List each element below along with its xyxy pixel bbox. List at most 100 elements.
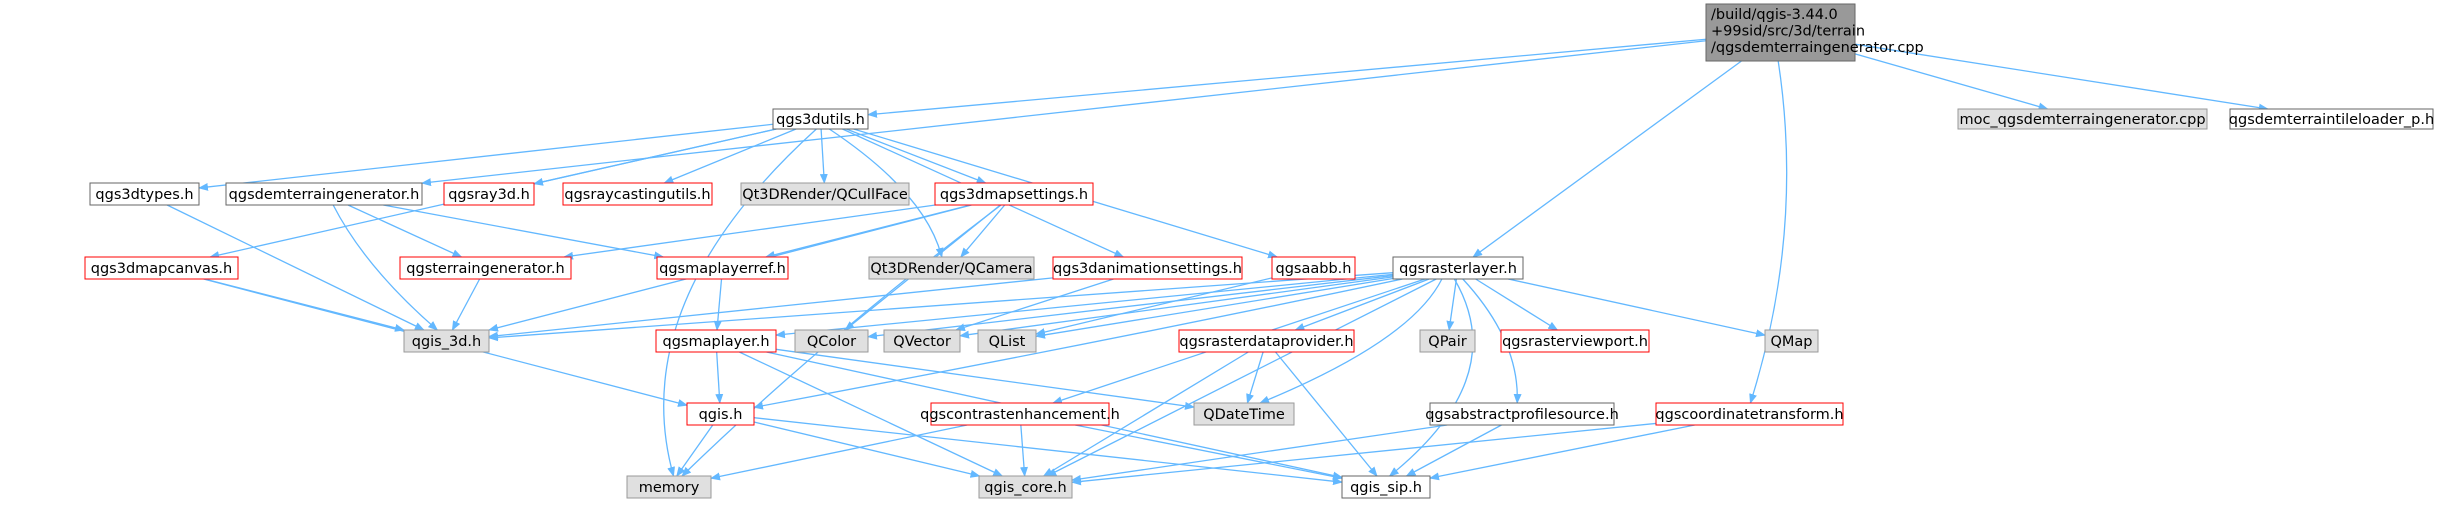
- edge-qgs3dutils-to-raycasting: [663, 128, 797, 184]
- node-label-contrast: qgscontrastenhancement.h: [920, 407, 1120, 423]
- node-root[interactable]: /build/qgis-3.44.0+99sid/src/3d/terrain/…: [1705, 3, 1924, 62]
- node-qvector: QVector: [883, 329, 961, 353]
- node-label-qcolor: QColor: [807, 334, 856, 350]
- node-label-profilesource: qgsabstractprofilesource.h: [1425, 407, 1619, 423]
- node-animsettings[interactable]: qgs3danimationsettings.h: [1052, 256, 1243, 280]
- node-label-terraingen: qgsterraingenerator.h: [406, 261, 564, 277]
- node-label-qgs3dutils: qgs3dutils.h: [776, 112, 865, 128]
- node-rasterlayer[interactable]: qgsrasterlayer.h: [1392, 256, 1524, 280]
- node-contrast[interactable]: qgscontrastenhancement.h: [920, 402, 1120, 426]
- node-ray3d[interactable]: qgsray3d.h: [443, 182, 535, 206]
- edge-root-to-demgen: [421, 40, 1707, 187]
- node-mapsettings[interactable]: qgs3dmapsettings.h: [934, 182, 1094, 206]
- edge-rasterlayer-to-qvector: [959, 276, 1394, 339]
- node-box-qdatetime: [1193, 402, 1295, 426]
- node-label-coordtransform: qgscoordinatetransform.h: [1655, 407, 1843, 423]
- edge-profilesource-to-qgiscore: [1071, 424, 1448, 483]
- node-box-qgs3dutils: [772, 108, 869, 130]
- edge-root-to-qgs3dutils: [867, 38, 1707, 118]
- node-label-qcullface: Qt3DRender/QCullFace: [742, 187, 908, 203]
- node-box-rasterprovider: [1178, 329, 1355, 353]
- edge-rasterlayer-to-qpair: [1446, 278, 1458, 331]
- node-box-qlist: [977, 329, 1037, 353]
- edge-qgs3dutils-to-qcullface: [819, 128, 828, 184]
- node-aabb[interactable]: qgsaabb.h: [1271, 256, 1356, 280]
- node-label-qcamera: Qt3DRender/QCamera: [870, 261, 1032, 277]
- node-qgissip[interactable]: qgis_sip.h: [1341, 475, 1431, 499]
- edge-animsettings-to-qgis3d: [488, 277, 1054, 340]
- edge-qgish-to-qgiscore: [753, 421, 981, 478]
- node-viewport[interactable]: qgsrasterviewport.h: [1500, 329, 1650, 353]
- node-box-qgis3d: [403, 329, 490, 353]
- node-maplayerref[interactable]: qgsmaplayerref.h: [656, 256, 789, 280]
- edge-mapsettings-to-maplayerref: [764, 204, 971, 259]
- edge-mapsettings-to-terraingen: [563, 204, 936, 260]
- node-box-qgish: [686, 402, 755, 426]
- node-qdatetime: QDateTime: [1193, 402, 1295, 426]
- node-label-animsettings: qgs3danimationsettings.h: [1053, 261, 1242, 277]
- node-label-qgish: qgis.h: [699, 407, 743, 423]
- node-box-memory: [626, 475, 712, 499]
- node-qpair: QPair: [1419, 329, 1476, 353]
- edge-rasterlayer-to-rasterprovider: [1294, 278, 1430, 331]
- node-qgs3dutils[interactable]: qgs3dutils.h: [772, 108, 869, 130]
- node-box-tileloader: [2229, 108, 2434, 130]
- edge-rasterlayer-to-qgissip: [1388, 278, 1474, 477]
- edge-rasterlayer-to-qcolor: [867, 274, 1394, 340]
- node-label-mapcanvas: qgs3dmapcanvas.h: [91, 261, 232, 277]
- node-label-qgs3dtypes: qgs3dtypes.h: [95, 187, 193, 203]
- node-mapcanvas[interactable]: qgs3dmapcanvas.h: [84, 256, 239, 280]
- node-label-qpair: QPair: [1428, 334, 1466, 350]
- node-label-qgis3d: qgis_3d.h: [412, 334, 481, 350]
- edge-qgs3dtypes-to-qgis3d: [166, 204, 425, 331]
- node-label-tileloader: qgsdemterraintileloader_p.h: [2229, 112, 2434, 128]
- edge-coordtransform-to-qgiscore: [1071, 422, 1657, 486]
- edge-aabb-to-qlist: [1035, 277, 1273, 336]
- edge-demgen-to-terraingen: [347, 204, 463, 258]
- node-label-raycasting: qgsraycastingutils.h: [564, 187, 710, 203]
- node-qlist: QList: [977, 329, 1037, 353]
- node-demgen[interactable]: qgsdemterraingenerator.h: [225, 182, 423, 206]
- node-maplayer[interactable]: qgsmaplayer.h: [655, 329, 777, 353]
- node-box-terraingen: [399, 256, 572, 280]
- node-label-qmap: QMap: [1770, 334, 1812, 350]
- edge-rasterlayer-to-maplayer: [775, 273, 1394, 339]
- node-box-ray3d: [443, 182, 535, 206]
- node-profilesource[interactable]: qgsabstractprofilesource.h: [1425, 402, 1619, 426]
- edge-root-to-tileloader: [1854, 43, 2269, 112]
- node-label-root: /build/qgis-3.44.0+99sid/src/3d/terrain/…: [1711, 7, 1924, 56]
- node-qcolor: QColor: [794, 329, 869, 353]
- edge-root-to-moc: [1854, 53, 2049, 111]
- node-box-profilesource: [1429, 402, 1615, 426]
- edge-rasterlayer-to-qgiscore: [1046, 278, 1437, 477]
- edge-qgish-to-qgissip: [753, 417, 1343, 486]
- edge-contrast-to-memory: [710, 424, 968, 481]
- node-box-qgiscore: [978, 475, 1073, 499]
- edge-rasterlayer-to-qgis3d: [488, 272, 1394, 342]
- node-tileloader[interactable]: qgsdemterraintileloader_p.h: [2229, 108, 2434, 130]
- node-terraingen[interactable]: qgsterraingenerator.h: [399, 256, 572, 280]
- node-box-qvector: [883, 329, 961, 353]
- edge-rasterlayer-to-viewport: [1475, 278, 1559, 331]
- node-qgish[interactable]: qgis.h: [686, 402, 755, 426]
- node-label-demgen: qgsdemterraingenerator.h: [229, 187, 420, 203]
- edge-demgen-to-qgis3d: [332, 204, 439, 331]
- edge-root-to-coordtransform: [1749, 60, 1788, 404]
- node-label-memory: memory: [639, 480, 700, 496]
- edge-rasterprovider-to-qgissip: [1274, 351, 1378, 477]
- edge-maplayer-to-qdatetime: [775, 348, 1195, 410]
- edge-qgs3dutils-to-mapsettings: [846, 128, 987, 184]
- node-box-mapcanvas: [84, 256, 239, 280]
- node-qgs3dtypes[interactable]: qgs3dtypes.h: [89, 182, 200, 206]
- node-rasterprovider[interactable]: qgsrasterdataprovider.h: [1178, 329, 1355, 353]
- node-raycasting[interactable]: qgsraycastingutils.h: [562, 182, 713, 206]
- node-box-animsettings: [1052, 256, 1243, 280]
- node-label-viewport: qgsrasterviewport.h: [1502, 334, 1648, 350]
- node-box-qmap: [1764, 329, 1819, 353]
- node-coordtransform[interactable]: qgscoordinatetransform.h: [1655, 402, 1844, 426]
- node-box-viewport: [1500, 329, 1650, 353]
- edge-qgish-to-memory: [676, 424, 714, 477]
- edge-root-to-rasterlayer: [1472, 60, 1742, 258]
- node-box-maplayerref: [656, 256, 789, 280]
